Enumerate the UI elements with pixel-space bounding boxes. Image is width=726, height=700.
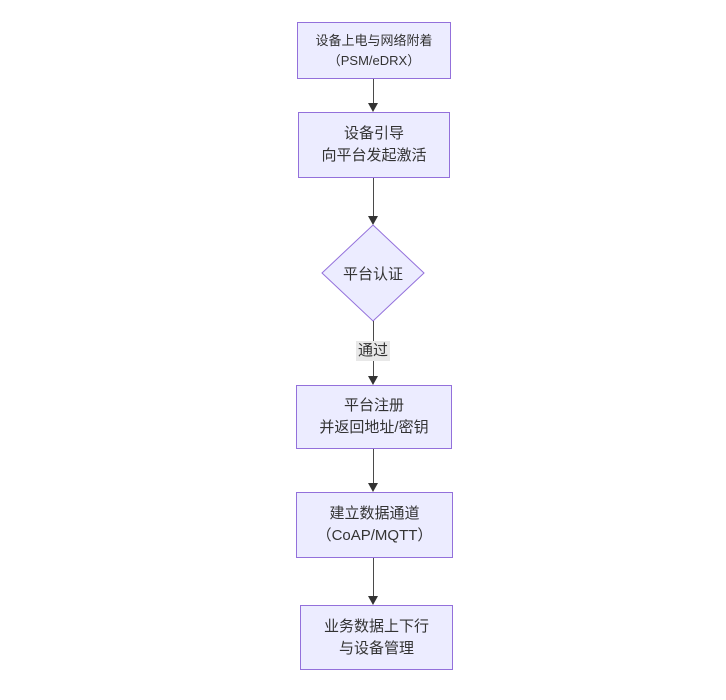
node-text-line: 向平台发起激活 (321, 147, 427, 164)
node-platform-auth: 平台认证 (321, 224, 425, 322)
node-text-line: （PSM/eDRX） (327, 52, 421, 68)
node-data-channel: 建立数据通道 （CoAP/MQTT） (296, 492, 453, 558)
arrowhead-down-icon (368, 103, 378, 112)
arrowhead-down-icon (368, 483, 378, 492)
node-text-line: 平台注册 (343, 397, 404, 414)
edge-label-pass: 通过 (355, 341, 391, 361)
edge-line-1 (373, 79, 374, 103)
node-platform-register: 平台注册 并返回地址/密钥 (296, 385, 452, 449)
node-text-line: 与设备管理 (338, 639, 414, 657)
node-device-bootstrap: 设备引导 向平台发起激活 (298, 112, 450, 178)
arrowhead-down-icon (368, 216, 378, 225)
edge-line-2 (373, 178, 374, 216)
node-text-line: 建立数据通道 (329, 505, 420, 522)
node-business-data: 业务数据上下行 与设备管理 (300, 605, 453, 670)
arrowhead-down-icon (368, 376, 378, 385)
node-text-line: 并返回地址/密钥 (319, 419, 429, 436)
edge-line-5 (373, 558, 374, 596)
arrowhead-down-icon (368, 596, 378, 605)
node-text-line: 平台认证 (342, 265, 403, 283)
node-text-line: 设备上电与网络附着 (315, 32, 433, 48)
node-power-network-attach: 设备上电与网络附着 （PSM/eDRX） (297, 22, 451, 79)
edge-line-4 (373, 449, 374, 483)
node-text-line: （CoAP/MQTT） (316, 527, 433, 544)
node-text-line: 业务数据上下行 (323, 617, 429, 635)
node-text-line: 设备引导 (343, 125, 404, 142)
